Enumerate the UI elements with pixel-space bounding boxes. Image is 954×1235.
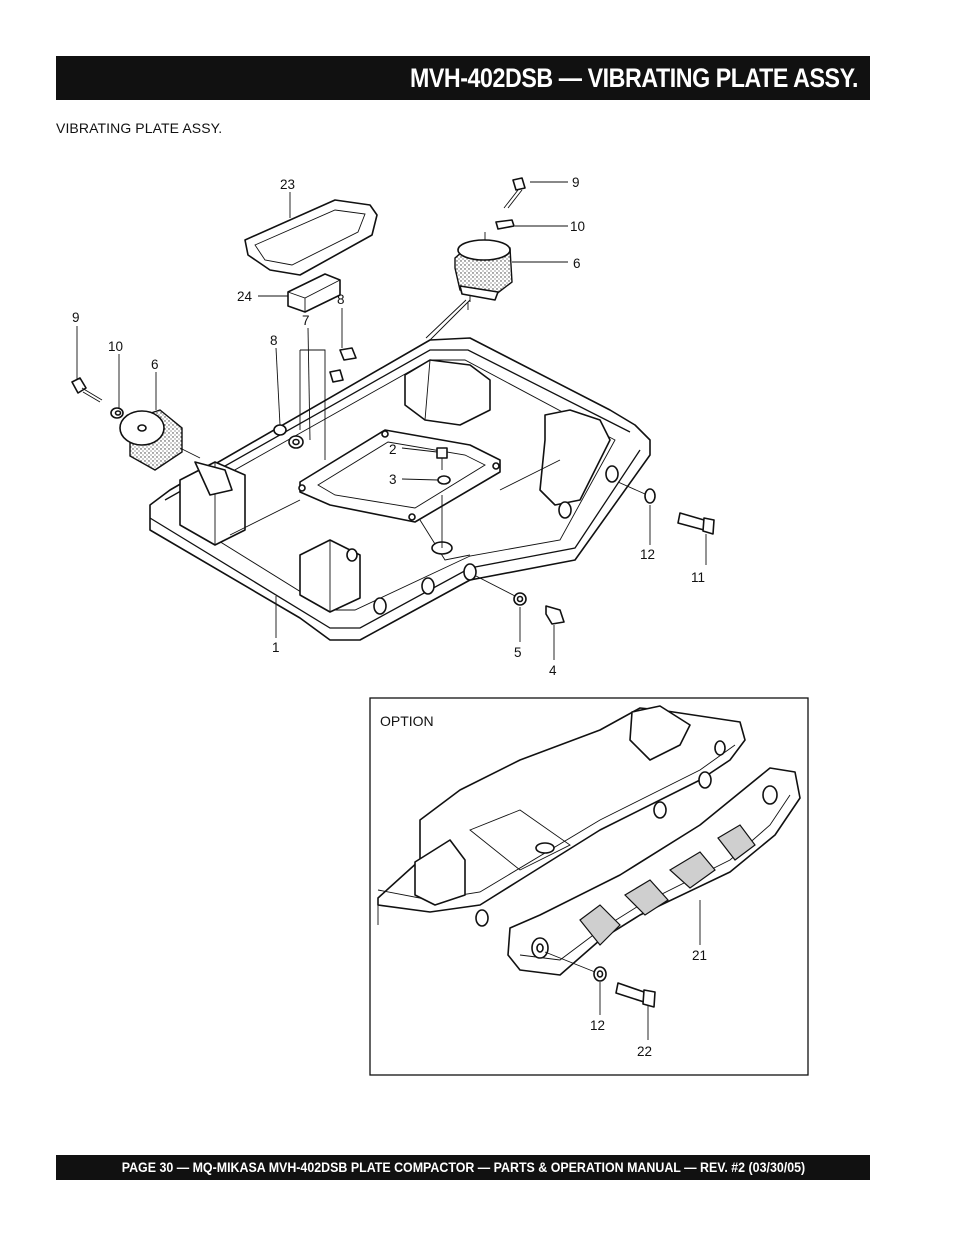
callout-8-left: 8 xyxy=(270,333,278,348)
callout-6-left: 6 xyxy=(151,357,159,372)
callout-23: 23 xyxy=(280,177,295,192)
part-23-cover xyxy=(244,199,378,276)
callout-9-left: 9 xyxy=(72,310,80,325)
footer-text: PAGE 30 — MQ-MIKASA MVH-402DSB PLATE COM… xyxy=(121,1160,805,1175)
footer-bar: PAGE 30 — MQ-MIKASA MVH-402DSB PLATE COM… xyxy=(56,1155,870,1180)
callout-22: 22 xyxy=(637,1044,652,1059)
callout-10-left: 10 xyxy=(108,339,123,354)
callout-7: 7 xyxy=(302,313,310,328)
right-rubber-mount-group xyxy=(425,177,526,341)
page-title: MVH-402DSB — VIBRATING PLATE ASSY. xyxy=(409,62,859,93)
section-subtitle: VIBRATING PLATE ASSY. xyxy=(56,120,223,136)
callout-9-right: 9 xyxy=(572,175,580,190)
callout-5: 5 xyxy=(514,645,522,660)
small-hardware xyxy=(273,347,357,449)
page-title-bar: MVH-402DSB — VIBRATING PLATE ASSY. xyxy=(56,56,870,100)
part-24-block xyxy=(287,273,341,313)
callout-2: 2 xyxy=(389,442,397,457)
callout-24: 24 xyxy=(237,289,253,304)
callout-11: 11 xyxy=(691,570,705,585)
callout-labels: 23 24 7 8 8 9 10 6 9 10 6 2 3 1 12 11 5 … xyxy=(72,175,705,678)
leader-lines xyxy=(76,181,707,660)
callout-4: 4 xyxy=(549,663,557,678)
callout-12: 12 xyxy=(640,547,655,562)
callout-10-right: 10 xyxy=(570,219,585,234)
callout-12-option: 12 xyxy=(590,1018,605,1033)
callout-3: 3 xyxy=(389,472,397,487)
callout-21: 21 xyxy=(692,948,707,963)
callout-1: 1 xyxy=(272,640,280,655)
left-rubber-mount-group xyxy=(71,377,233,496)
callout-6-right: 6 xyxy=(573,256,581,271)
option-label: OPTION xyxy=(380,713,434,729)
option-inset: OPTION 21 12 22 xyxy=(369,697,809,1076)
side-hardware xyxy=(475,481,715,625)
callout-8-top: 8 xyxy=(337,292,345,307)
